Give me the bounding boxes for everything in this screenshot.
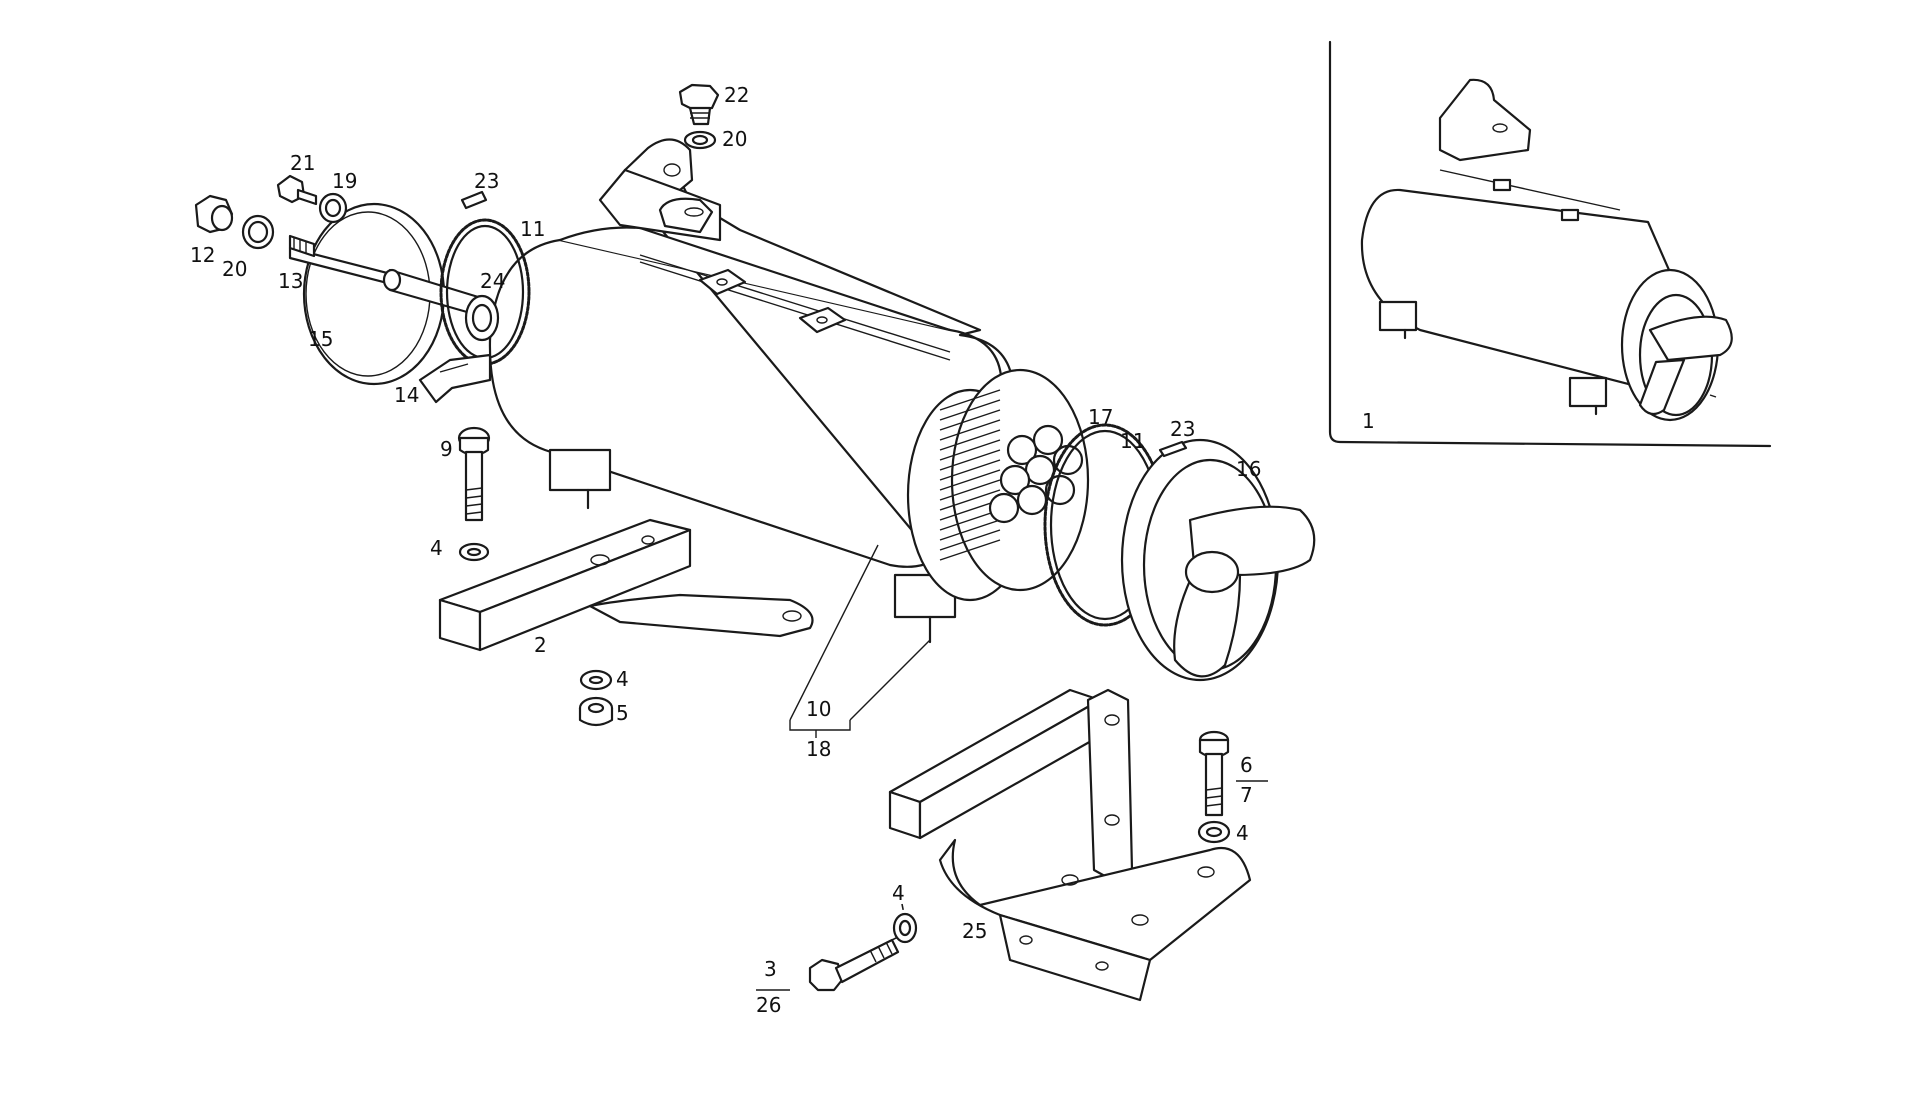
label-12: 12 [190, 243, 215, 267]
end-cover [1120, 438, 1316, 682]
label-1: 1 [1362, 409, 1375, 433]
label-25: 25 [962, 919, 987, 943]
bracket-25 [888, 688, 1252, 1002]
label-23-left: 23 [474, 169, 499, 193]
label-10: 10 [806, 697, 831, 721]
part-labels: 1 2 3 26 4 4 4 4 5 6 7 9 10 11 11 12 13 … [190, 83, 1375, 1017]
cylinder-housing [488, 138, 1014, 644]
left-end-parts [194, 174, 531, 404]
bolt-9 [457, 426, 491, 562]
label-22: 22 [724, 83, 749, 107]
label-21: 21 [290, 151, 315, 175]
label-9: 9 [440, 437, 453, 461]
bracket-2 [438, 518, 814, 652]
label-2: 2 [534, 633, 547, 657]
inset-assembled-view [1328, 40, 1772, 448]
label-6: 6 [1240, 753, 1253, 777]
label-4-d: 4 [892, 881, 905, 905]
label-11-right: 11 [1120, 429, 1145, 453]
label-19: 19 [332, 169, 357, 193]
label-26: 26 [756, 993, 781, 1017]
top-screw [678, 83, 720, 150]
label-24: 24 [480, 269, 505, 293]
leader-lines [756, 544, 1268, 991]
label-11-left: 11 [520, 217, 545, 241]
label-7: 7 [1240, 783, 1253, 807]
label-17: 17 [1088, 405, 1113, 429]
label-4-a: 4 [430, 536, 443, 560]
label-5: 5 [616, 701, 629, 725]
label-13: 13 [278, 269, 303, 293]
pin-right [1158, 440, 1188, 458]
label-4-b: 4 [616, 667, 629, 691]
label-3: 3 [764, 957, 777, 981]
label-23-right: 23 [1170, 417, 1195, 441]
label-4-c: 4 [1236, 821, 1249, 845]
bolt-3-26 [808, 912, 918, 992]
washer-nut-set [578, 669, 614, 727]
filter-element [906, 368, 1090, 602]
label-16: 16 [1236, 457, 1261, 481]
bolt-6-7 [1197, 730, 1231, 844]
label-20-top: 20 [722, 127, 747, 151]
label-20-left: 20 [222, 257, 247, 281]
label-15: 15 [308, 327, 333, 351]
label-14: 14 [394, 383, 419, 407]
label-18: 18 [806, 737, 831, 761]
